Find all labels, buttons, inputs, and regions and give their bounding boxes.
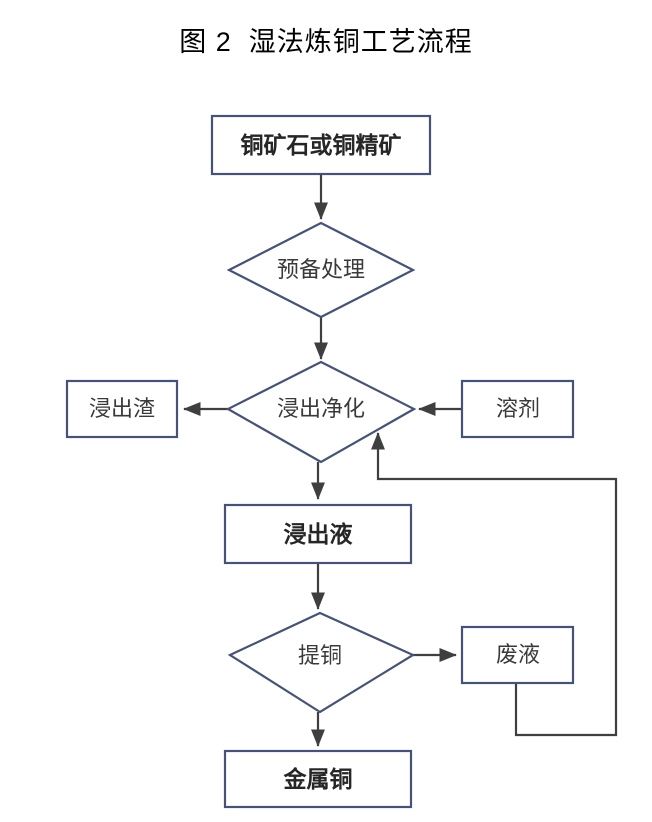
page-title: 图 2 湿法炼铜工艺流程 [179, 27, 473, 57]
node-solvent[interactable]: 溶剂 [460, 379, 575, 439]
node-leach-label: 浸出净化 [277, 396, 365, 421]
node-ore[interactable]: 铜矿石或铜精矿 [210, 114, 432, 176]
node-pretreat[interactable]: 预备处理 [226, 221, 416, 319]
node-extract[interactable]: 提铜 [227, 611, 416, 714]
node-extract-shape [227, 611, 416, 714]
node-leach-shape [225, 360, 417, 464]
node-leachate-shape [223, 503, 413, 565]
node-extract-label: 提铜 [298, 643, 342, 668]
node-wasteliq-label: 废液 [496, 642, 540, 667]
node-wasteliq-shape [460, 625, 575, 685]
node-copper-shape [223, 749, 413, 809]
node-copper-label: 金属铜 [283, 766, 353, 792]
connectors [183, 175, 618, 747]
edge-wasteliq-recycle [370, 432, 618, 737]
node-leachate-label: 浸出液 [284, 521, 353, 547]
node-pretreat-label: 预备处理 [277, 257, 365, 282]
node-leach[interactable]: 浸出净化 [225, 360, 417, 464]
node-residue-label: 浸出渣 [89, 396, 155, 421]
node-leachate[interactable]: 浸出液 [223, 503, 413, 565]
node-copper[interactable]: 金属铜 [223, 749, 413, 809]
node-solvent-label: 溶剂 [496, 396, 540, 421]
node-residue-shape [65, 379, 179, 439]
node-solvent-shape [460, 379, 575, 439]
node-wasteliq[interactable]: 废液 [460, 625, 575, 685]
node-ore-label: 铜矿石或铜精矿 [241, 132, 402, 158]
node-pretreat-shape [226, 221, 416, 319]
node-residue[interactable]: 浸出渣 [65, 379, 179, 439]
node-ore-shape [210, 114, 432, 176]
